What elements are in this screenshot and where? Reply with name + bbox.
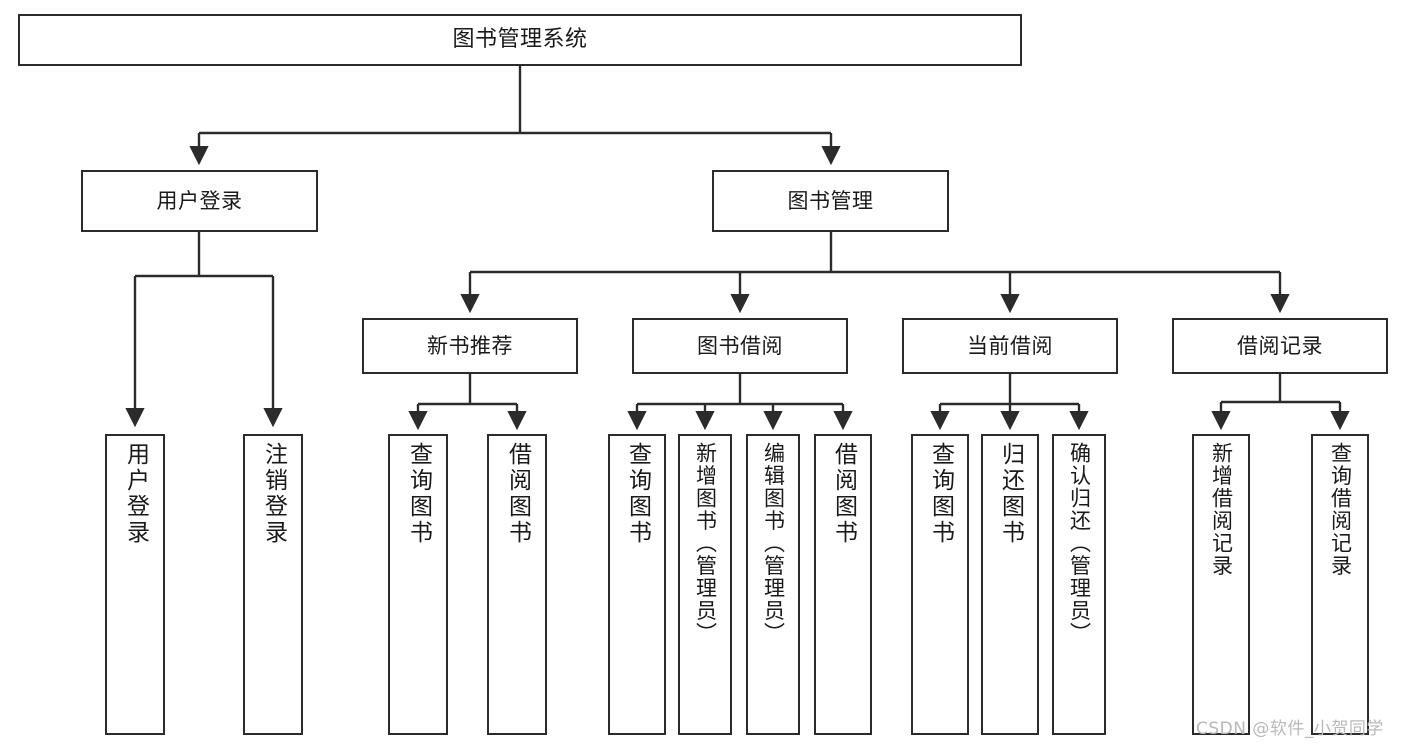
node-label: 用户登录 <box>156 188 243 213</box>
node-label: 当前借阅 <box>967 333 1053 358</box>
node-leaf-user-login[interactable]: 用户登录 <box>105 434 165 735</box>
node-label: 查询图书 <box>927 442 954 546</box>
node-label: 图书管理 <box>787 188 874 213</box>
node-leaf-edit-book[interactable]: 编辑图书（管理员） <box>746 434 800 735</box>
node-label: 编辑图书（管理员） <box>761 442 786 645</box>
node-label: 注销登录 <box>260 442 287 546</box>
node-label: 借阅图书 <box>504 442 531 546</box>
node-leaf-query-book-2[interactable]: 查询图书 <box>608 434 666 735</box>
node-label: 借阅记录 <box>1237 333 1323 358</box>
node-label: 新书推荐 <box>427 333 513 358</box>
node-leaf-query-book-1[interactable]: 查询图书 <box>388 434 448 735</box>
node-label: 图书管理系统 <box>452 27 588 53</box>
node-user-login[interactable]: 用户登录 <box>81 170 318 232</box>
node-leaf-confirm-return[interactable]: 确认归还（管理员） <box>1052 434 1106 735</box>
node-book-borrow[interactable]: 图书借阅 <box>632 318 848 374</box>
node-leaf-add-record[interactable]: 新增借阅记录 <box>1192 434 1250 735</box>
node-leaf-add-book[interactable]: 新增图书（管理员） <box>678 434 732 735</box>
node-label: 新增借阅记录 <box>1209 442 1234 577</box>
node-current-borrow[interactable]: 当前借阅 <box>902 318 1118 374</box>
node-leaf-return-book[interactable]: 归还图书 <box>981 434 1039 735</box>
node-borrow-record[interactable]: 借阅记录 <box>1172 318 1388 374</box>
node-leaf-logout-login[interactable]: 注销登录 <box>243 434 303 735</box>
node-label: 查询图书 <box>624 442 651 546</box>
node-leaf-query-book-3[interactable]: 查询图书 <box>911 434 969 735</box>
node-label: 查询借阅记录 <box>1328 442 1353 577</box>
node-label: 确认归还（管理员） <box>1067 442 1092 645</box>
node-new-book-recommend[interactable]: 新书推荐 <box>362 318 578 374</box>
node-label: 归还图书 <box>997 442 1024 546</box>
node-book-manage[interactable]: 图书管理 <box>712 170 949 232</box>
node-leaf-query-record[interactable]: 查询借阅记录 <box>1311 434 1369 735</box>
node-leaf-borrow-book-2[interactable]: 借阅图书 <box>814 434 872 735</box>
node-label: 借阅图书 <box>830 442 857 546</box>
watermark-text: CSDN @软件_小贺同学 <box>1196 719 1384 739</box>
node-label: 查询图书 <box>405 442 432 546</box>
node-label: 用户登录 <box>122 442 149 546</box>
node-leaf-borrow-book-1[interactable]: 借阅图书 <box>487 434 547 735</box>
node-label: 图书借阅 <box>697 333 783 358</box>
node-label: 新增图书（管理员） <box>693 442 718 645</box>
node-root-system[interactable]: 图书管理系统 <box>18 14 1022 66</box>
